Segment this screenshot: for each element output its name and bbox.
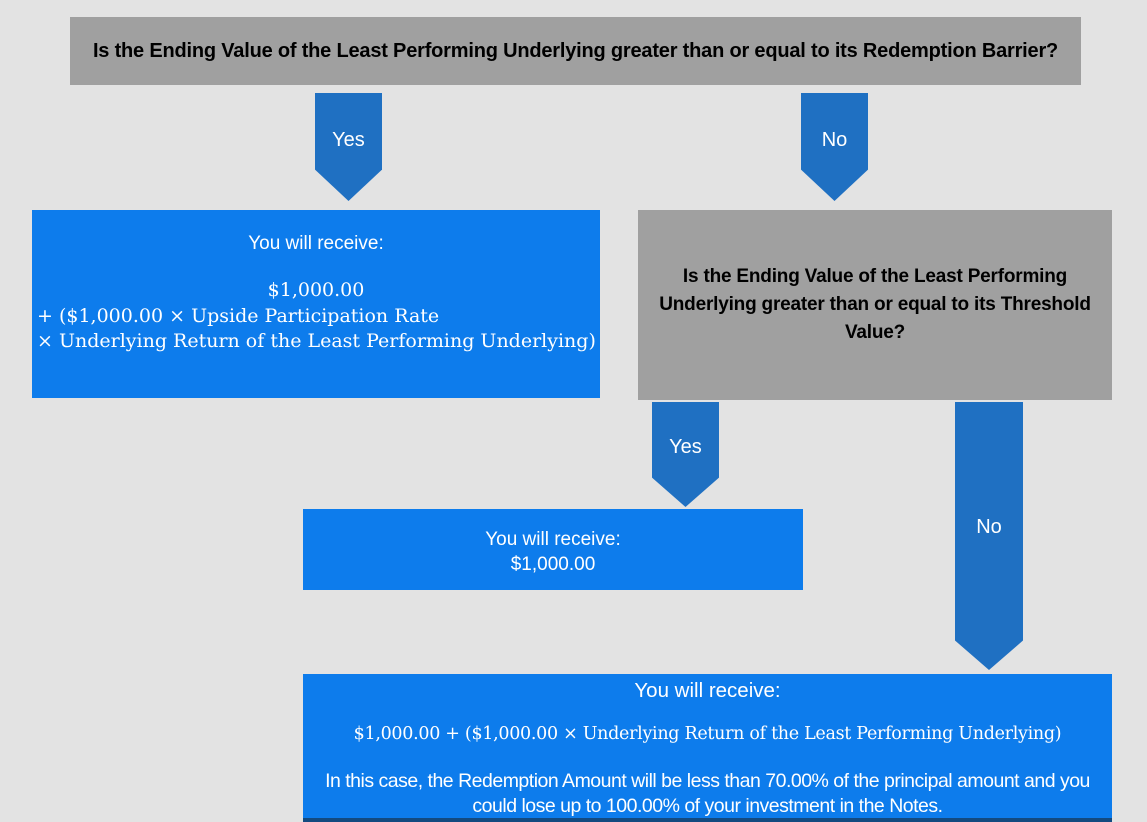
outcome-par-box: You will receive: $1,000.00 [303, 509, 803, 590]
no-arrow-icon: No [955, 402, 1023, 670]
outcome-loss-title: You will receive: [634, 679, 781, 702]
outcome-loss-box: You will receive: $1,000.00 + ($1,000.00… [303, 674, 1112, 822]
outcome-upside-formula-line-2: + ($1,000.00 × Upside Participation Rate [37, 304, 440, 327]
outcome-upside-box: You will receive: $1,000.00 + ($1,000.00… [32, 210, 600, 398]
no-arrow-label: No [821, 129, 848, 151]
outcome-loss-note: In this case, the Redemption Amount will… [325, 770, 1090, 817]
question-threshold-value-text: Is the Ending Value of the Least Perform… [659, 266, 1091, 343]
outcome-upside-formula: $1,000.00 + ($1,000.00 × Upside Particip… [32, 278, 600, 355]
outcome-upside-formula-line-3: × Underlying Return of the Least Perform… [37, 330, 596, 352]
outcome-upside-title: You will receive: [248, 233, 384, 254]
no-arrow-label: No [976, 516, 1002, 538]
yes-arrow-icon: Yes [652, 402, 719, 507]
no-arrow-icon: No [801, 93, 868, 201]
question-redemption-barrier: Is the Ending Value of the Least Perform… [70, 17, 1081, 85]
outcome-par-title: You will receive: [485, 529, 621, 550]
bottom-edge-strip [303, 818, 1112, 822]
yes-arrow-label: Yes [669, 436, 702, 458]
question-redemption-barrier-text: Is the Ending Value of the Least Perform… [92, 39, 1059, 62]
outcome-loss-formula: $1,000.00 + ($1,000.00 × Underlying Retu… [353, 724, 1062, 744]
question-threshold-value: Is the Ending Value of the Least Perform… [638, 210, 1112, 400]
yes-arrow-label: Yes [332, 129, 365, 151]
outcome-par-amount: $1,000.00 [510, 554, 596, 575]
yes-arrow-icon: Yes [315, 93, 382, 201]
outcome-upside-amount: $1,000.00 [267, 279, 365, 301]
